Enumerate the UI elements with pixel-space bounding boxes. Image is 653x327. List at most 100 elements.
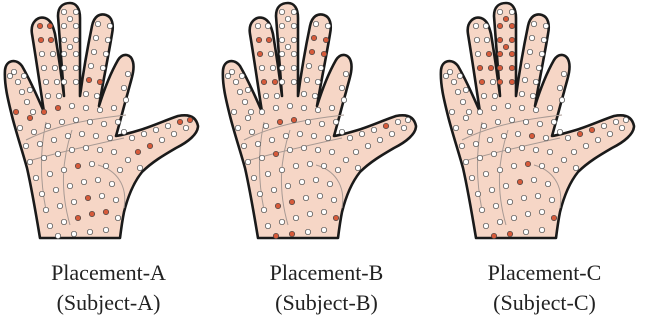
sensor-point xyxy=(613,119,618,124)
sensor-point xyxy=(395,119,400,124)
sensor-point xyxy=(473,141,478,146)
sensor-point-active xyxy=(48,37,53,42)
sensor-point xyxy=(129,135,134,140)
sensor-point xyxy=(479,207,484,212)
sensor-point xyxy=(451,79,456,84)
placement-label: Placement-C xyxy=(436,258,653,288)
sensor-point xyxy=(283,133,288,138)
sensor-point xyxy=(259,155,264,160)
sensor-point xyxy=(536,65,541,70)
sensor-point xyxy=(30,109,35,114)
hand-outline xyxy=(5,3,198,238)
sensor-point xyxy=(73,9,78,14)
sensor-point xyxy=(121,129,126,134)
sensor-point xyxy=(321,163,326,168)
sensor-point xyxy=(511,163,516,168)
sensor-point-active xyxy=(38,37,43,42)
sensor-point xyxy=(490,79,495,84)
sensor-point xyxy=(443,73,448,78)
sensor-point xyxy=(269,137,274,142)
sensor-point xyxy=(497,9,502,14)
sensor-point xyxy=(304,77,309,82)
sensor-point xyxy=(83,105,88,110)
sensor-point-active xyxy=(497,37,502,42)
sensor-point-active xyxy=(75,215,80,220)
sensor-point xyxy=(492,93,497,98)
sensor-point xyxy=(137,165,142,170)
sensor-point xyxy=(319,121,324,126)
sensor-point xyxy=(183,125,188,130)
sensor-point xyxy=(103,227,108,232)
sensor-point xyxy=(165,123,170,128)
sensor-point-active xyxy=(55,105,60,110)
sensor-point xyxy=(519,105,524,110)
sensor-point xyxy=(117,167,122,172)
sensor-point xyxy=(41,65,46,70)
sensor-point xyxy=(233,79,238,84)
sensor-point-active xyxy=(277,119,282,124)
sensor-point xyxy=(545,181,550,186)
sensor-point xyxy=(487,137,492,142)
sensor-point xyxy=(359,131,364,136)
sensor-point xyxy=(299,179,304,184)
panel-placement-c: Placement-C (Subject-C) xyxy=(436,0,653,327)
sensor-point xyxy=(61,51,66,56)
sensor-point xyxy=(83,91,88,96)
sensor-point xyxy=(524,63,529,68)
sensor-point xyxy=(325,23,330,28)
sensor-point xyxy=(231,109,236,114)
sensor-point xyxy=(57,203,62,208)
sensor-point xyxy=(279,65,284,70)
sensor-point xyxy=(321,227,326,232)
sensor-point xyxy=(515,131,520,136)
sensor-point xyxy=(335,167,340,172)
sensor-point-active xyxy=(503,44,508,49)
sensor-point xyxy=(573,165,578,170)
sensor-point xyxy=(405,117,410,122)
sensor-point xyxy=(491,151,496,156)
sensor-point xyxy=(460,99,465,104)
sensor-point xyxy=(97,147,102,152)
sensor-point xyxy=(557,129,562,134)
sensor-point xyxy=(318,65,323,70)
sensor-point xyxy=(45,123,50,128)
sensor-point xyxy=(109,181,114,186)
sensor-point-active xyxy=(509,51,514,56)
sensor-point xyxy=(523,229,528,234)
sensor-point xyxy=(88,63,93,68)
sensor-point xyxy=(307,161,312,166)
sensor-point xyxy=(87,119,92,124)
sensor-point xyxy=(305,229,310,234)
subject-label: (Subject-B) xyxy=(218,288,435,318)
sensor-point xyxy=(303,195,308,200)
sensor-point xyxy=(87,229,92,234)
sensor-point xyxy=(105,37,110,42)
sensor-point xyxy=(301,91,306,96)
sensor-point xyxy=(61,9,66,14)
sensor-point xyxy=(467,129,472,134)
sensor-point xyxy=(249,129,254,134)
sensor-point xyxy=(477,109,482,114)
sensor-point-active xyxy=(525,161,530,166)
sensor-point xyxy=(365,143,370,148)
sensor-point xyxy=(547,149,552,154)
sensor-point xyxy=(455,89,460,94)
sensor-point-active xyxy=(577,131,582,136)
sensor-point xyxy=(551,119,556,124)
sensor-point xyxy=(543,23,548,28)
sensor-point xyxy=(115,119,120,124)
sensor-point xyxy=(389,131,394,136)
sensor-point xyxy=(477,155,482,160)
sensor-point-active xyxy=(135,149,140,154)
sensor-point xyxy=(483,171,488,176)
sensor-point-active xyxy=(86,77,91,82)
sensor-point xyxy=(73,79,78,84)
sensor-point-active xyxy=(477,65,482,70)
sensor-point xyxy=(311,133,316,138)
sensor-point xyxy=(171,131,176,136)
sensor-point xyxy=(241,143,246,148)
sensor-point xyxy=(401,125,406,130)
sensor-point xyxy=(307,211,312,216)
sensor-point-active xyxy=(486,51,491,56)
sensor-point xyxy=(484,37,489,42)
